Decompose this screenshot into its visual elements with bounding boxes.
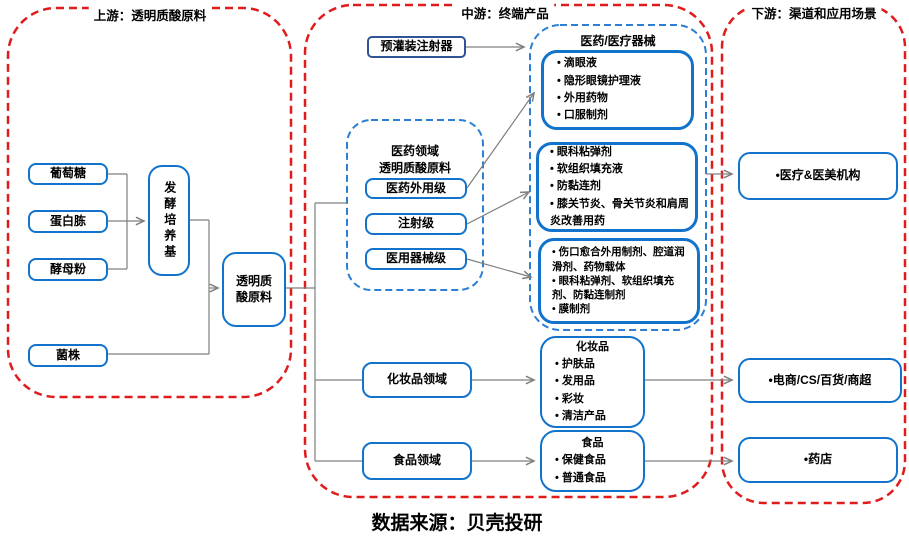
- node-channel-pharmacy: 药店: [738, 437, 898, 483]
- list-item: 滴眼液: [557, 55, 685, 72]
- med-field-title-line1: 医药领域: [390, 144, 440, 158]
- med-field-title-line2: 透明质酸原料: [378, 161, 452, 175]
- node-channel-ecommerce-retail: 电商/CS/百货/商超: [738, 358, 902, 403]
- pharma-group-title: 医药/医疗器械: [580, 34, 656, 48]
- node-channel-medical-institutions: 医疗&医美机构: [738, 152, 898, 200]
- upstream-section-title: 上游：透明质酸原料: [88, 5, 212, 24]
- node-ha-raw-material-label: 透明质酸原料: [235, 273, 272, 304]
- node-strain: 菌株: [28, 344, 108, 367]
- downstream-section-title: 下游：渠道和应用场景: [746, 3, 882, 22]
- node-peptone: 蛋白胨: [28, 210, 108, 233]
- node-ha-raw-material: 透明质酸原料: [222, 252, 286, 327]
- cosmetics-products-box: 化妆品 护肤品 发用品 彩妆 清洁产品: [540, 336, 645, 428]
- list-item: 普通食品: [555, 470, 639, 487]
- node-grade-injection: 注射级: [365, 213, 467, 235]
- node-cosmetics-field: 化妆品领域: [362, 362, 472, 398]
- midstream-section-title: 中游：终端产品: [456, 3, 554, 22]
- list-item: 膝关节炎、骨关节炎和肩周炎改善用药: [550, 196, 690, 231]
- node-peptone-label: 蛋白胨: [49, 213, 86, 228]
- node-strain-label: 菌株: [55, 347, 80, 362]
- node-prefilled-syringe-label: 预灌装注射器: [380, 39, 453, 54]
- node-yeast-label: 酵母粉: [49, 261, 86, 276]
- med-field-group-title: 医药领域 透明质酸原料: [379, 142, 451, 176]
- list-item: 膜制剂: [552, 302, 692, 316]
- list-item: 伤口愈合外用制剂、腔道润滑剂、药物载体: [552, 245, 692, 274]
- cosmetics-box-title: 化妆品: [576, 341, 609, 354]
- node-grade-injection-label: 注射级: [397, 216, 434, 231]
- list-item: 清洁产品: [555, 408, 639, 425]
- node-grade-device: 医用器械级: [365, 248, 467, 270]
- list-item: 保健食品: [555, 452, 639, 469]
- connectors: [108, 42, 734, 466]
- list-item: 软组织填充液: [550, 161, 690, 178]
- list-item: 发用品: [555, 373, 639, 390]
- list-item: 眼科粘弹剂、软组织填充剂、防黏连制剂: [552, 274, 692, 303]
- list-item: 彩妆: [555, 391, 639, 408]
- node-yeast-powder: 酵母粉: [28, 258, 108, 281]
- node-fermentation-medium-label: 发酵培养基: [162, 180, 177, 261]
- list-item: 眼科粘弹剂: [550, 144, 690, 161]
- list-item: 口服制剂: [557, 107, 685, 124]
- group-borders: [346, 24, 707, 331]
- node-channel-medical-label: 医疗&医美机构: [779, 168, 861, 183]
- list-item: 隐形眼镜护理液: [557, 73, 685, 90]
- pharma-products-box-3: 伤口愈合外用制剂、腔道润滑剂、药物载体 眼科粘弹剂、软组织填充剂、防黏连制剂 膜…: [538, 238, 700, 324]
- node-food-field: 食品领域: [362, 442, 472, 480]
- node-grade-device-label: 医用器械级: [385, 251, 446, 266]
- list-item: 防黏连剂: [550, 178, 690, 195]
- node-prefilled-syringe: 预灌装注射器: [367, 36, 466, 58]
- node-grade-topical-label: 医药外用级: [385, 180, 446, 195]
- node-fermentation-medium: 发酵培养基: [148, 165, 190, 276]
- node-grade-topical: 医药外用级: [365, 178, 467, 199]
- food-box-title: 食品: [581, 437, 604, 450]
- data-source-caption: 数据来源：贝壳投研: [371, 513, 543, 534]
- list-item: 护肤品: [555, 356, 639, 373]
- list-item: 外用药物: [557, 90, 685, 107]
- node-cosmetics-field-label: 化妆品领域: [386, 372, 447, 387]
- node-channel-ecommerce-label: 电商/CS/百货/商超: [772, 372, 872, 387]
- node-glucose: 葡萄糖: [28, 163, 108, 185]
- pharma-products-box-1: 滴眼液 隐形眼镜护理液 外用药物 口服制剂: [541, 50, 694, 130]
- node-glucose-label: 葡萄糖: [49, 166, 86, 181]
- node-food-field-label: 食品领域: [392, 453, 441, 468]
- node-channel-pharmacy-label: 药店: [808, 452, 833, 467]
- food-products-box: 食品 保健食品 普通食品: [540, 430, 645, 492]
- pharma-products-box-2: 眼科粘弹剂 软组织填充液 防黏连剂 膝关节炎、骨关节炎和肩周炎改善用药: [536, 142, 698, 232]
